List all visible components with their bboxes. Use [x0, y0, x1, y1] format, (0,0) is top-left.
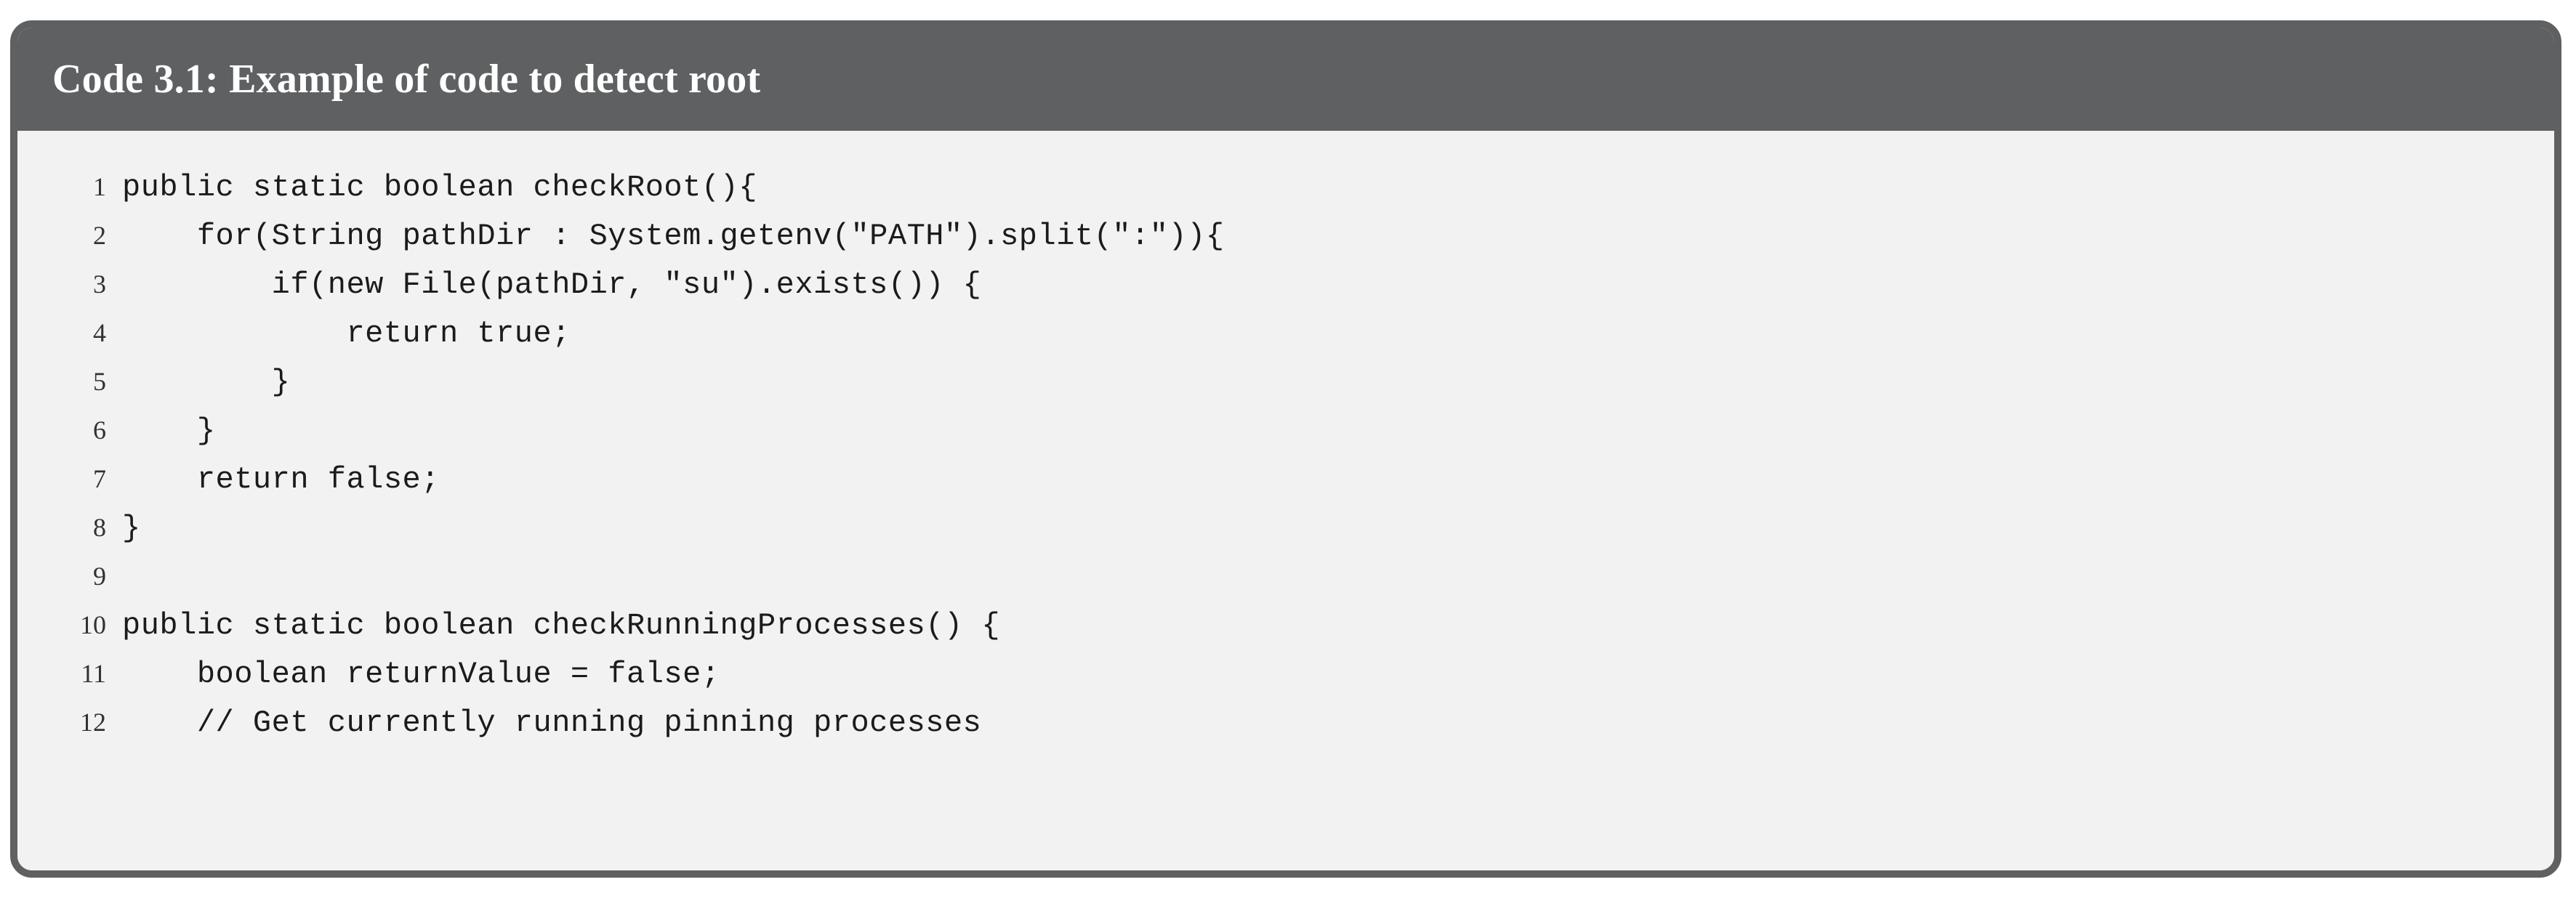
- line-code: }: [122, 413, 216, 448]
- line-number: 4: [93, 318, 106, 347]
- line-code: }: [122, 365, 291, 400]
- code-listing-header: Code 3.1: Example of code to detect root: [17, 28, 2554, 131]
- code-line: 4 return true;: [17, 309, 2554, 357]
- code-line: 12 // Get currently running pinning proc…: [17, 698, 2554, 747]
- code-line: 6 }: [17, 406, 2554, 455]
- line-code: // Get currently running pinning process…: [122, 705, 982, 740]
- line-number: 6: [93, 416, 106, 445]
- line-code: }: [122, 511, 141, 546]
- code-line: 7 return false;: [17, 455, 2554, 503]
- code-line: 11 boolean returnValue = false;: [17, 650, 2554, 698]
- line-number: 12: [80, 708, 106, 737]
- line-number: 8: [93, 513, 106, 542]
- line-number: 5: [93, 367, 106, 396]
- code-line: 1 public static boolean checkRoot(){: [17, 163, 2554, 211]
- code-listing-box: Code 3.1: Example of code to detect root…: [10, 20, 2561, 878]
- code-line: 5 }: [17, 357, 2554, 406]
- line-code: for(String pathDir : System.getenv("PATH…: [122, 219, 1225, 254]
- code-line: 10 public static boolean checkRunningPro…: [17, 601, 2554, 650]
- line-code: boolean returnValue = false;: [122, 657, 720, 692]
- line-number: 9: [93, 562, 106, 591]
- code-line: 3 if(new File(pathDir, "su").exists()) {: [17, 260, 2554, 309]
- line-number: 1: [93, 172, 106, 201]
- line-number: 2: [93, 221, 106, 250]
- line-code: public static boolean checkRoot(){: [122, 170, 757, 205]
- line-code: return false;: [122, 462, 440, 497]
- code-line: 2 for(String pathDir : System.getenv("PA…: [17, 211, 2554, 260]
- code-listing-caption: Code 3.1: Example of code to detect root: [52, 57, 761, 102]
- line-code: public static boolean checkRunningProces…: [122, 608, 1001, 643]
- line-number: 10: [80, 610, 106, 639]
- line-number: 11: [81, 659, 106, 688]
- line-code: if(new File(pathDir, "su").exists()) {: [122, 267, 982, 302]
- line-number: 7: [93, 464, 106, 493]
- code-line: 8 }: [17, 503, 2554, 552]
- line-code: return true;: [122, 316, 571, 351]
- code-line: 9: [17, 552, 2554, 601]
- line-number: 3: [93, 270, 106, 299]
- code-listing-body: 1 public static boolean checkRoot(){ 2 f…: [17, 131, 2554, 870]
